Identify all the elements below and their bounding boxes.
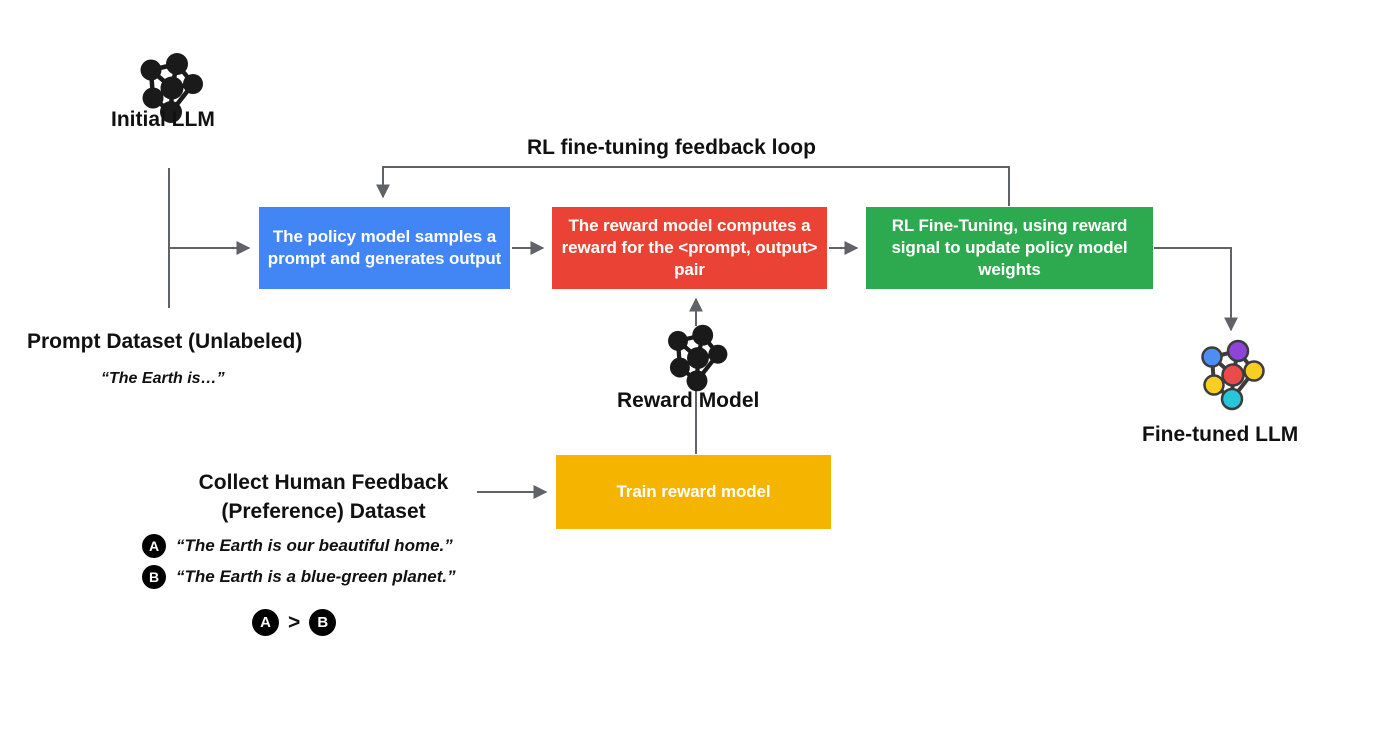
- feedback-loop-label: RL fine-tuning feedback loop: [527, 136, 816, 159]
- preference-option-a: A “The Earth is our beautiful home.”: [142, 534, 453, 558]
- prompt-example-text: “The Earth is…”: [101, 370, 225, 387]
- preference-comparison: A > B: [252, 609, 337, 636]
- option-b-badge: B: [142, 565, 166, 589]
- comparison-left-badge: A: [252, 609, 279, 636]
- wire-rlft-to-finetuned-llm: [1154, 247, 1238, 332]
- prompt-dataset-label: Prompt Dataset (Unlabeled): [27, 330, 303, 353]
- train-reward-model-box[interactable]: Train reward model: [556, 455, 831, 529]
- policy-model-box[interactable]: The policy model samples a prompt and ge…: [259, 207, 510, 289]
- comparison-right-badge: B: [309, 609, 337, 636]
- neural-network-icon: [668, 324, 728, 392]
- reward-model-label: Reward Model: [617, 389, 760, 412]
- chf-line-2: (Preference) Dataset: [221, 499, 426, 523]
- comparison-operator: >: [288, 610, 301, 634]
- collect-human-feedback-label: Collect Human Feedback (Preference) Data…: [181, 469, 466, 527]
- chf-line-1: Collect Human Feedback: [198, 471, 449, 494]
- wire-feedback-loop: [376, 166, 1010, 206]
- rl-finetuning-box[interactable]: RL Fine-Tuning, using reward signal to u…: [866, 207, 1153, 289]
- preference-option-b: B “The Earth is a blue-green planet.”: [142, 565, 456, 589]
- option-a-badge: A: [142, 534, 166, 558]
- neural-network-colored-icon: [1201, 339, 1265, 411]
- initial-llm-label: Initial LLM: [111, 108, 215, 131]
- finetuned-llm-label: Fine-tuned LLM: [1142, 423, 1299, 446]
- neural-network-icon: [140, 53, 203, 123]
- reward-model-box[interactable]: The reward model computes a reward for t…: [552, 207, 827, 289]
- option-a-text: “The Earth is our beautiful home.”: [176, 536, 453, 555]
- option-b-text: “The Earth is a blue-green planet.”: [176, 567, 456, 586]
